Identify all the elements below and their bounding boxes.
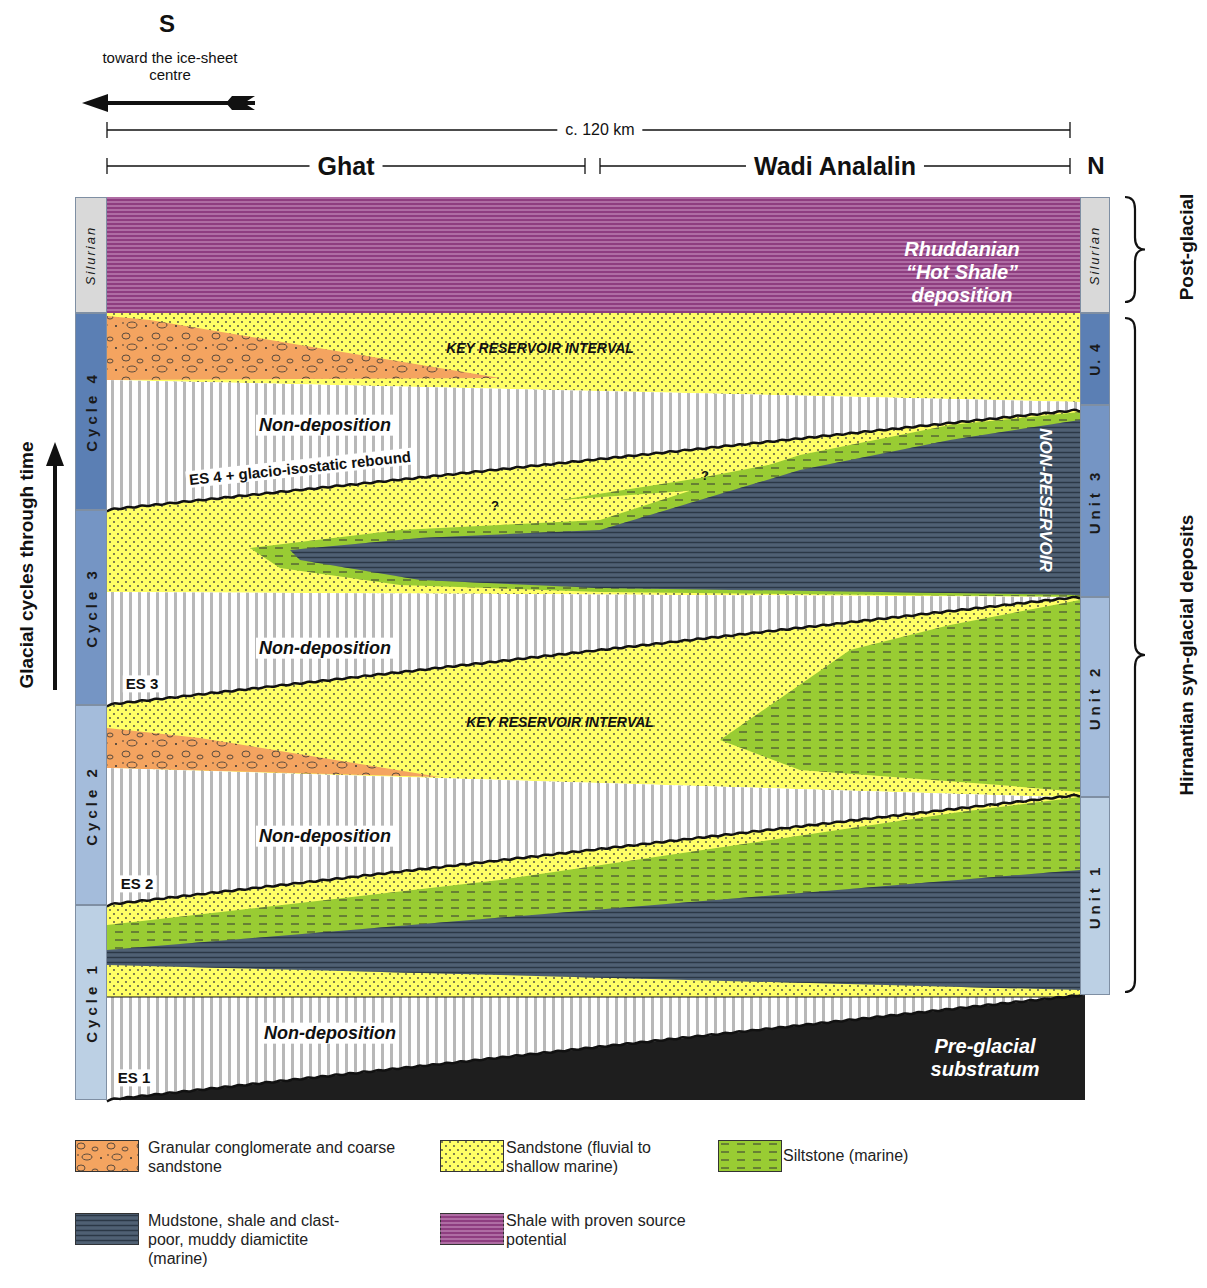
scale-tick <box>1069 122 1070 138</box>
diagram-label: Post-glacial <box>1176 194 1198 301</box>
swatch-texture <box>75 1140 139 1172</box>
diagram-label: Ghat <box>310 152 383 181</box>
diagram-label: c. 120 km <box>557 121 642 139</box>
erosion-surface <box>107 410 1080 512</box>
diagram-label: Non-deposition <box>256 826 394 847</box>
diagram-label: KEY RESERVOIR INTERVAL <box>466 714 654 730</box>
extent-tick <box>584 158 585 174</box>
diagram-label: ES 1 <box>115 1069 154 1086</box>
erosion-surface <box>107 795 1080 907</box>
legend-swatch <box>75 1140 139 1172</box>
legend-text: Sandstone (fluvial to shallow marine) <box>506 1138 696 1176</box>
sandstone-texture <box>107 410 1080 597</box>
column-block: Unit 2 <box>1080 597 1110 797</box>
swatch-texture <box>440 1140 504 1172</box>
column-label: Unit 3 <box>1087 468 1104 534</box>
swatch-texture <box>718 1140 782 1172</box>
swatch-texture <box>75 1213 139 1245</box>
diagram-label: Wadi Analalin <box>746 152 924 181</box>
diagram-label: N <box>1087 152 1104 180</box>
column-label: Unit 2 <box>1087 664 1104 730</box>
mudstone <box>290 420 1080 595</box>
diagram-label: Hirnantian syn-glacial deposits <box>1176 515 1198 796</box>
diagram-label: Pre-glacial substratum <box>905 1035 1065 1081</box>
legend-swatch <box>440 1213 504 1245</box>
diagram-label: S <box>159 10 175 38</box>
curly-bracket <box>1125 197 1145 302</box>
column-block: Silurian <box>1080 197 1110 313</box>
diagram-label: Non-deposition <box>256 415 394 436</box>
diagram-label: Non-deposition <box>261 1023 399 1044</box>
extent-tick <box>106 158 107 174</box>
siltstone-texture <box>250 412 1080 597</box>
swatch-texture <box>440 1213 504 1245</box>
diagram-label: NON-RESERVOIR <box>1035 428 1055 572</box>
source-shale <box>107 197 1080 313</box>
sandstone <box>107 597 1080 797</box>
column-block: Unit 1 <box>1080 797 1110 995</box>
siltstone <box>250 412 1080 597</box>
scale-tick <box>106 122 107 138</box>
diagram-label: ? <box>491 499 499 514</box>
column-label: Cycle 1 <box>83 962 100 1043</box>
legend-swatch <box>440 1140 504 1172</box>
unit-base-line <box>107 996 1080 997</box>
mudstone-texture <box>290 420 1080 595</box>
swatch-texture <box>718 1140 782 1172</box>
column-label: U. 4 <box>1087 342 1103 376</box>
erosion-surface <box>107 597 1080 707</box>
siltstone <box>720 600 1080 792</box>
swatch-texture <box>440 1213 504 1245</box>
arrow-tail <box>226 96 255 110</box>
column-block: Cycle 3 <box>75 510 107 705</box>
diagram-label: Glacial cycles through time <box>16 441 38 688</box>
time-arrow <box>53 462 57 690</box>
column-block: U. 4 <box>1080 313 1110 405</box>
swatch-texture <box>75 1140 139 1172</box>
diagram-label: Non-deposition <box>256 638 394 659</box>
column-label: Cycle 2 <box>83 765 100 846</box>
diagram-label: KEY RESERVOIR INTERVAL <box>446 340 634 356</box>
legend-text: Shale with proven source potential <box>506 1211 706 1249</box>
legend-text: Granular conglomerate and coarse sandsto… <box>148 1138 423 1176</box>
column-label: Silurian <box>1088 225 1103 284</box>
swatch-texture <box>440 1140 504 1172</box>
column-label: Cycle 3 <box>83 567 100 648</box>
diagram-label: ? <box>701 469 709 484</box>
sandstone <box>107 410 1080 597</box>
siltstone-texture <box>720 600 1080 792</box>
sandstone <box>107 795 1080 997</box>
diagram-label: toward the ice-sheet centre <box>90 49 250 84</box>
diagram-label: ES 3 <box>123 675 162 692</box>
arrow-head <box>46 442 64 466</box>
legend-swatch <box>75 1213 139 1245</box>
diagram-label: Rhuddanian “Hot Shale” deposition <box>887 238 1037 307</box>
column-label: Cycle 4 <box>83 371 100 452</box>
sandstone-texture <box>107 795 1080 997</box>
swatch-texture <box>75 1213 139 1245</box>
column-label: Unit 1 <box>1087 863 1104 929</box>
extent-tick <box>599 158 600 174</box>
legend-text: Mudstone, shale and clast-poor, muddy di… <box>148 1211 353 1269</box>
column-block: Unit 3 <box>1080 405 1110 597</box>
conglomerate <box>107 316 500 380</box>
conglomerate-texture <box>107 316 500 380</box>
erosion-surface <box>107 993 1085 1102</box>
column-block: Cycle 2 <box>75 705 107 905</box>
column-block: Cycle 1 <box>75 905 107 1100</box>
diagram-label: ES 2 <box>118 875 157 892</box>
legend-swatch <box>718 1140 782 1172</box>
column-block: Silurian <box>75 197 107 313</box>
curly-bracket <box>1125 318 1145 992</box>
column-block: Cycle 4 <box>75 313 107 510</box>
extent-tick <box>1069 158 1070 174</box>
source-shale-texture <box>107 197 1080 313</box>
sandstone-texture <box>107 597 1080 797</box>
column-label: Silurian <box>84 225 99 284</box>
legend-text: Siltstone (marine) <box>783 1146 983 1165</box>
arrow-head <box>82 94 108 112</box>
